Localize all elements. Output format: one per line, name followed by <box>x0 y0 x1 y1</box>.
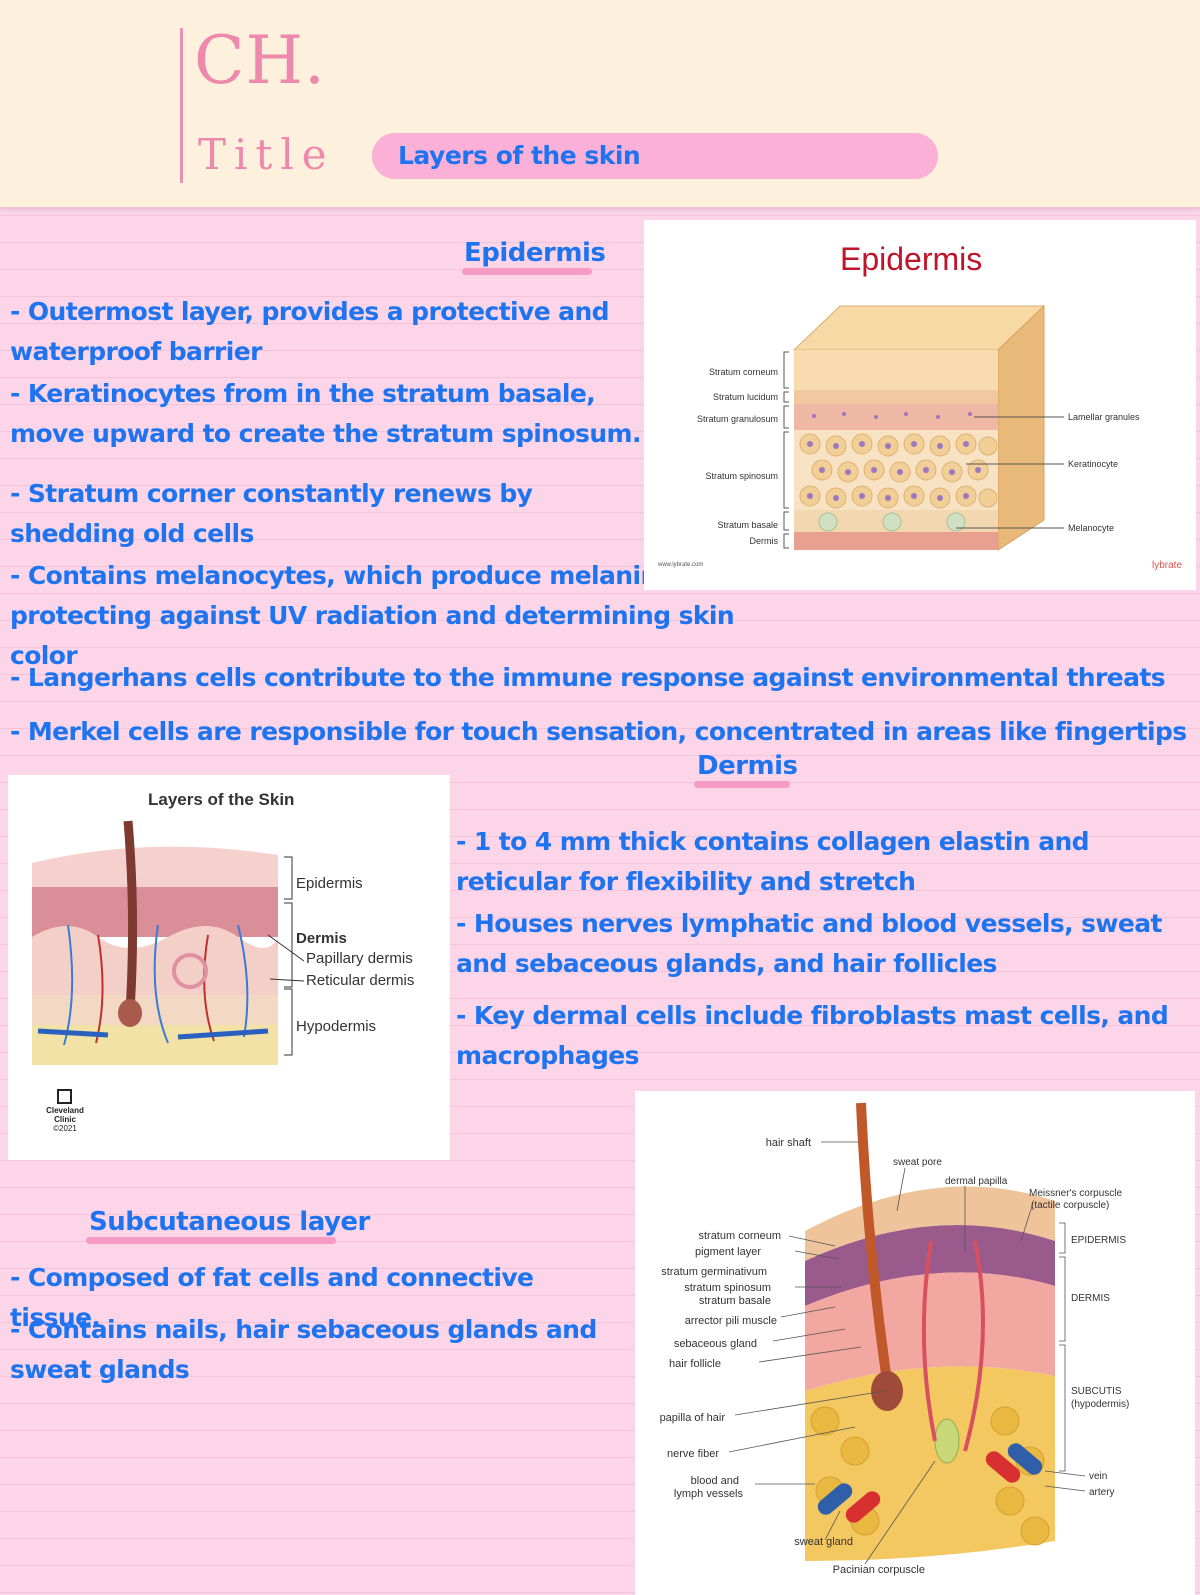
epidermis-underline <box>462 268 592 275</box>
epi-label-lucidum: Stratum lucidum <box>713 392 778 402</box>
anat-label-nerve: nerve fiber <box>667 1448 719 1460</box>
epidermis-point-5: - Langerhans cells contribute to the imm… <box>10 663 1166 692</box>
skin-anatomy-figure: hair shaft stratum corneum pigment layer… <box>635 1091 1195 1595</box>
anat-label-sebaceous: sebaceous gland <box>674 1338 757 1350</box>
epidermis-figure: Epidermis <box>644 220 1196 590</box>
anat-label-germinativum: stratum germinativum <box>661 1266 767 1278</box>
skin-figure-title: Layers of the Skin <box>148 790 294 809</box>
skin-layers-figure: Layers of the Skin E <box>8 775 450 1160</box>
epidermis-point-3: - Stratum corner constantly renews by sh… <box>10 479 533 548</box>
anat-label-dermal-papilla: dermal papilla <box>945 1176 1008 1187</box>
epi-label-corneum: Stratum corneum <box>709 367 778 377</box>
skin-layers-diagram: Layers of the Skin E <box>32 790 414 1133</box>
anat-label-basale: stratum basale <box>699 1295 771 1307</box>
anat-label-dermis: DERMIS <box>1071 1293 1110 1304</box>
anat-label-stratum-corneum: stratum corneum <box>698 1230 781 1242</box>
epi-label-spinosum: Stratum spinosum <box>705 471 778 481</box>
anat-label-pigment-layer: pigment layer <box>695 1246 761 1258</box>
epi-label-granulosum: Stratum granulosum <box>697 414 778 424</box>
epidermis-heading: Epidermis <box>464 238 606 268</box>
anat-label-arrector: arrector pili muscle <box>685 1315 777 1327</box>
epidermis-point-1: - Outermost layer, provides a protective… <box>10 297 610 366</box>
epi-label-basale: Stratum basale <box>717 520 778 530</box>
chapter-label: CH. <box>194 22 327 99</box>
anat-label-blood-1: blood and <box>691 1475 739 1487</box>
credit-line-1: Cleveland <box>46 1106 84 1115</box>
skin-anatomy-diagram: hair shaft stratum corneum pigment layer… <box>660 1102 1129 1576</box>
skin-label-hypodermis: Hypodermis <box>296 1018 376 1035</box>
epidermis-point-2: - Keratinocytes from in the stratum basa… <box>10 379 641 448</box>
epi-label-melanocyte: Melanocyte <box>1068 523 1114 533</box>
credit-year: ©2021 <box>53 1124 77 1133</box>
credit-line-2: Clinic <box>54 1115 76 1124</box>
anat-label-hypodermis: (hypodermis) <box>1071 1399 1129 1410</box>
skin-label-epidermis: Epidermis <box>296 875 363 892</box>
anat-label-papilla: papilla of hair <box>660 1412 726 1424</box>
anat-label-epidermis: EPIDERMIS <box>1071 1235 1126 1246</box>
epidermis-point-4: - Contains melanocytes, which produce me… <box>10 561 735 670</box>
dermis-point-1: - 1 to 4 mm thick contains collagen elas… <box>456 827 1090 896</box>
anat-label-sweat-pore: sweat pore <box>893 1157 942 1168</box>
epi-figure-brand: lybrate <box>1152 560 1182 571</box>
skin-label-reticular: Reticular dermis <box>306 972 414 989</box>
title-value: Layers of the skin <box>372 133 938 179</box>
dermis-heading: Dermis <box>697 751 798 781</box>
cleveland-logo-icon <box>57 1089 72 1104</box>
subcutaneous-heading: Subcutaneous layer <box>89 1207 370 1237</box>
header-divider <box>180 28 183 183</box>
subcutaneous-point-2: - Contains nails, hair sebaceous glands … <box>10 1315 597 1384</box>
subcutaneous-underline <box>86 1237 336 1244</box>
anat-label-blood-2: lymph vessels <box>674 1488 744 1500</box>
epi-label-dermis: Dermis <box>750 536 779 546</box>
anat-label-meissner: Meissner's corpuscle <box>1029 1188 1122 1199</box>
dermis-point-2: - Houses nerves lymphatic and blood vess… <box>456 909 1162 978</box>
epi-label-keratinocyte: Keratinocyte <box>1068 459 1118 469</box>
epi-label-lamellar: Lamellar granules <box>1068 412 1140 422</box>
dermis-underline <box>694 781 790 788</box>
anat-label-tactile: (tactile corpuscle) <box>1031 1200 1109 1211</box>
anat-label-vein: vein <box>1089 1471 1107 1482</box>
anat-label-sweat-gland: sweat gland <box>794 1536 853 1548</box>
anat-label-subcutis: SUBCUTIS <box>1071 1386 1122 1397</box>
title-label: Title <box>198 130 335 179</box>
subcutaneous-point-1: - Composed of fat cells and connective t… <box>10 1263 534 1332</box>
anat-label-pacinian: Pacinian corpuscle <box>833 1564 925 1576</box>
anat-label-artery: artery <box>1089 1487 1115 1498</box>
header: CH. Title Layers of the skin <box>0 0 1200 207</box>
dermis-point-3: - Key dermal cells include fibroblasts m… <box>456 1001 1169 1070</box>
anat-label-spinosum: stratum spinosum <box>684 1282 771 1294</box>
epidermis-diagram: Epidermis <box>657 241 1182 571</box>
anat-label-follicle: hair follicle <box>669 1358 721 1370</box>
epidermis-figure-title: Epidermis <box>840 241 982 277</box>
anat-label-hair-shaft: hair shaft <box>766 1137 811 1149</box>
skin-label-papillary: Papillary dermis <box>306 950 413 967</box>
epidermis-point-6: - Merkel cells are responsible for touch… <box>10 717 1187 746</box>
epi-figure-url: www.lybrate.com <box>657 562 703 568</box>
skin-label-dermis: Dermis <box>296 930 347 947</box>
